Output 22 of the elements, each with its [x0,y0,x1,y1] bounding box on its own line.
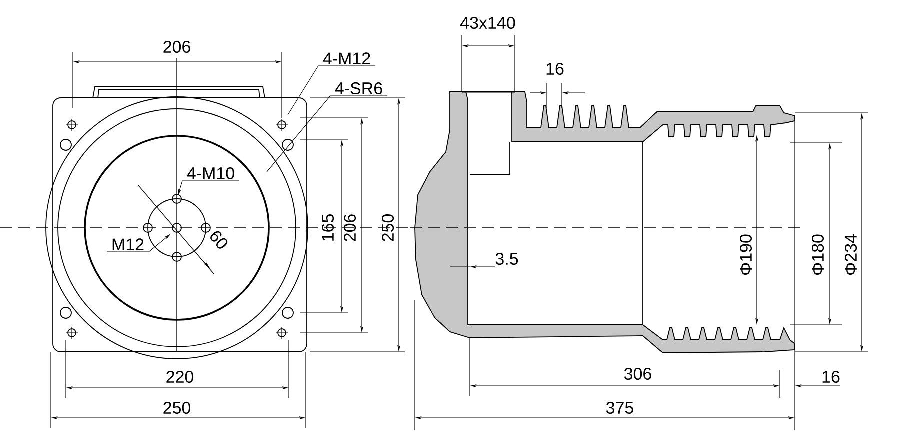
leader-text: 4-M10 [187,168,234,180]
dimension-label: 60 [210,231,228,249]
dimension-label: Φ234 [844,234,858,275]
dimension-label: 206 [164,40,190,54]
dimension-label: 16 [822,370,840,384]
dimension-label: 375 [606,402,634,414]
dimension-label: 43x140 [460,16,516,30]
dimension-label: 206 [344,214,356,242]
dimension-label: 3.5 [496,252,518,266]
dimension-label: 16 [546,62,564,76]
dimension-label: 220 [166,370,194,384]
dimension-label: 250 [382,214,394,242]
leader-line [288,66,376,116]
leader-text: 4-M12 [323,52,370,65]
dimension-label: Φ180 [812,234,824,275]
dimension-label: Φ190 [740,234,752,275]
dimension-label: 250 [164,402,191,414]
leader-line [266,96,388,172]
leader-text: M12 [112,238,144,251]
dimension-label: 165 [322,214,334,241]
dimension-label: 306 [624,368,652,380]
leader-text: 4-SR6 [335,82,382,95]
